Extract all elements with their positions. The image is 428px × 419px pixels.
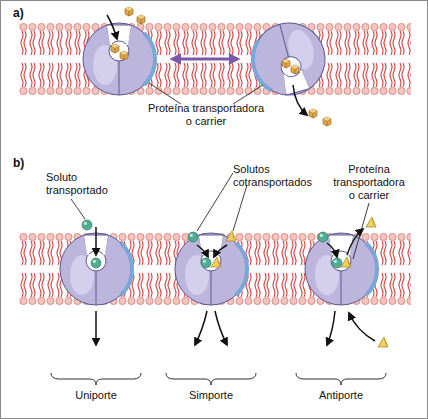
- symporter-protein: [175, 233, 247, 305]
- flow-arrow: [95, 227, 97, 255]
- group-brace: [296, 373, 386, 385]
- solute-sphere: [201, 258, 211, 268]
- carrier-protein: [83, 23, 155, 95]
- solute-sphere: [188, 232, 198, 242]
- solute-cube: [309, 109, 317, 118]
- lipid-bilayer: [19, 23, 411, 95]
- carrier-protein: [245, 15, 333, 103]
- flow-arrow: [195, 311, 207, 345]
- transport-type-label: Simporte: [171, 389, 251, 402]
- flow-arrow: [107, 15, 117, 39]
- solute-cube: [120, 51, 128, 60]
- flow-arrow: [349, 313, 375, 341]
- leader-line: [71, 173, 369, 259]
- callout-label: Soluto transportado: [46, 171, 116, 197]
- panel-label: b): [13, 157, 37, 170]
- leader-line: [149, 83, 263, 104]
- solute-cube: [291, 65, 299, 74]
- solute-sphere: [318, 232, 328, 242]
- solute-cube: [125, 7, 133, 16]
- solute-sphere: [91, 258, 101, 268]
- callout-label: Solutos cotransportados: [233, 163, 318, 189]
- conformation-arrow: [173, 58, 237, 61]
- flow-arrow: [197, 245, 208, 257]
- callout-label: Proteína transportadora o carrier: [146, 102, 266, 128]
- cotransported-solute: [226, 231, 236, 241]
- cotransported-solute: [366, 217, 376, 227]
- group-brace: [51, 373, 141, 385]
- solute-sphere: [332, 258, 342, 268]
- flow-arrow: [215, 311, 227, 345]
- cotransported-solute: [341, 257, 351, 267]
- solute-cube: [137, 15, 145, 24]
- solute-cube: [111, 44, 119, 53]
- transport-type-label: Uniporte: [56, 389, 136, 402]
- panel-label: a): [13, 7, 37, 20]
- solute-cube: [323, 117, 331, 126]
- solute-cube: [282, 59, 290, 68]
- flow-arrow: [327, 311, 335, 345]
- cotransported-solute: [211, 257, 221, 267]
- flow-arrow: [327, 243, 337, 257]
- callout-label: Proteína transportadora o carrier: [330, 163, 408, 202]
- group-brace: [166, 373, 256, 385]
- antiporter-protein: [305, 233, 377, 305]
- transport-type-label: Antiporte: [301, 389, 381, 402]
- cotransported-solute: [378, 337, 388, 347]
- solute-sphere: [82, 220, 92, 230]
- flow-arrow: [293, 85, 307, 115]
- flow-arrow: [95, 311, 97, 345]
- flow-arrow: [214, 245, 227, 257]
